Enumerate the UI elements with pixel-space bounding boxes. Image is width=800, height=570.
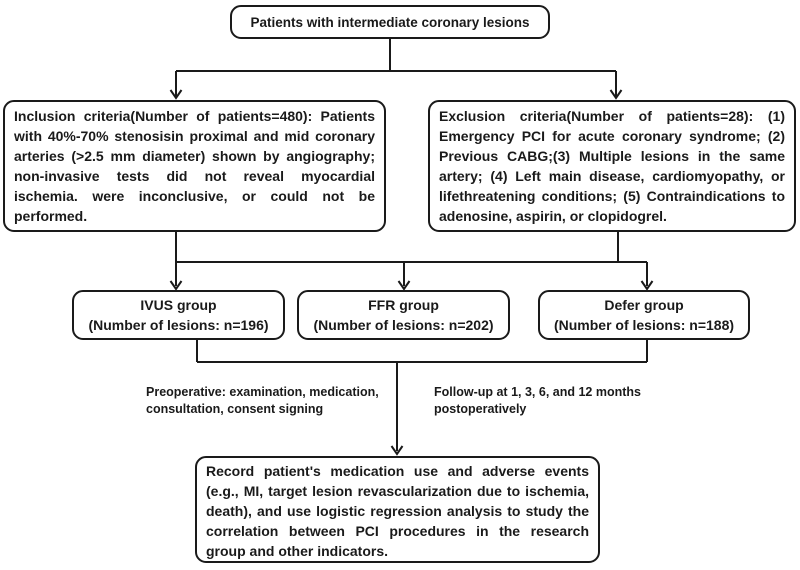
ivus-group-name: IVUS group (140, 297, 217, 313)
defer-group-name: Defer group (604, 297, 684, 313)
ffr-group-box: FFR group (Number of lesions: n=202) (297, 290, 510, 340)
ffr-group-detail: (Number of lesions: n=202) (313, 317, 494, 333)
defer-group-detail: (Number of lesions: n=188) (553, 317, 735, 333)
followup-note: Follow-up at 1, 3, 6, and 12 months post… (434, 385, 641, 416)
ivus-group-detail: (Number of lesions: n=196) (88, 317, 269, 333)
patients-box: Patients with intermediate coronary lesi… (230, 5, 550, 39)
exclusion-criteria-box: Exclusion criteria(Number of patients=28… (428, 100, 796, 232)
ffr-group-name: FFR group (368, 297, 439, 313)
connector-lines-top (175, 38, 617, 96)
connector-lines-middle (175, 232, 648, 286)
inclusion-criteria-box: Inclusion criteria(Number of patients=48… (3, 100, 386, 232)
preoperative-note: Preoperative: examination, medication, c… (146, 385, 379, 416)
defer-group-box: Defer group (Number of lesions: n=188) (538, 290, 750, 340)
ivus-group-box: IVUS group (Number of lesions: n=196) (72, 290, 285, 340)
outcome-box: Record patient's medication use and adve… (195, 456, 600, 563)
